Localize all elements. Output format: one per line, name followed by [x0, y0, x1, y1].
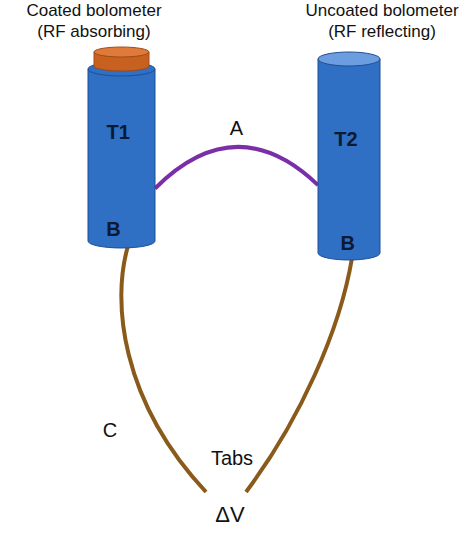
thermal-link-arc — [155, 147, 318, 189]
wire-right — [246, 258, 352, 492]
base-label: B — [106, 218, 120, 241]
base-label: B — [341, 232, 355, 255]
cylinder-top — [318, 52, 380, 66]
wire-c — [121, 246, 206, 492]
cylinder-body — [88, 69, 155, 248]
temperature-label: T1 — [106, 121, 129, 144]
absorber-temperature: Tabs — [209, 447, 255, 469]
bolometer: Uncoated bolometer (RF reflecting)T2B — [318, 52, 380, 260]
bolometer-cylinder — [318, 52, 380, 260]
bolometer-heading: Uncoated bolometer (RF reflecting) — [298, 0, 466, 42]
bolometer-cylinder — [88, 62, 155, 248]
bolometer-heading: Coated bolometer (RF absorbing) — [18, 0, 170, 42]
thermal-link — [155, 147, 318, 189]
wire-label: C — [101, 419, 119, 441]
coating-top — [94, 47, 149, 57]
voltage-label: ΔV — [213, 504, 246, 526]
bolometer: Coated bolometer (RF absorbing)T1B — [88, 62, 155, 248]
temperature-label: T2 — [334, 128, 357, 151]
cylinder-body — [318, 59, 380, 260]
edge-label: A — [228, 117, 245, 139]
